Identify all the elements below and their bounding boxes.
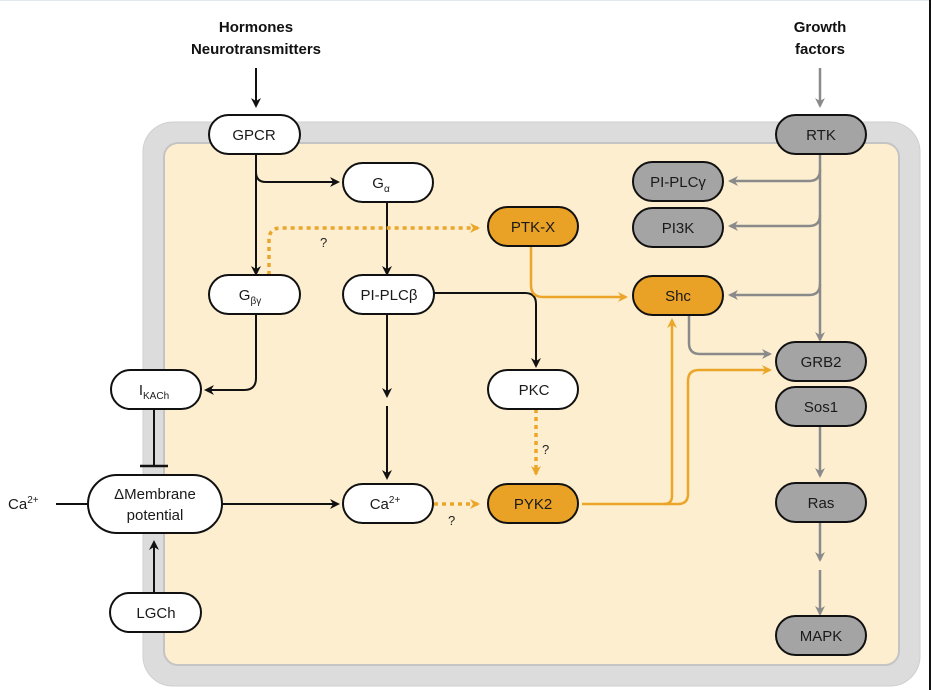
svg-text:LGCh: LGCh — [136, 605, 175, 622]
top-border — [0, 0, 931, 1]
node-ca-internal[interactable]: Ca2+ — [342, 483, 434, 524]
svg-text:potential: potential — [127, 507, 184, 524]
node-g-alpha[interactable]: Gα — [342, 162, 434, 203]
svg-text:PKC: PKC — [519, 382, 550, 399]
node-pi-plc-gamma[interactable]: PI-PLCγ — [632, 161, 724, 202]
svg-text:PI3K: PI3K — [662, 220, 695, 237]
growth-label: Growth — [794, 19, 847, 36]
edge-gbetagamma-ikach — [204, 312, 257, 395]
svg-text:PI-PLCγ: PI-PLCγ — [650, 174, 706, 191]
edge-shc-grb2 — [687, 314, 772, 359]
neurotransmitters-label: Neurotransmitters — [191, 41, 321, 58]
svg-text:GPCR: GPCR — [232, 127, 276, 144]
node-mapk[interactable]: MAPK — [775, 615, 867, 656]
svg-text:Shc: Shc — [665, 288, 691, 305]
node-grb2[interactable]: GRB2 — [775, 341, 867, 382]
node-pi-plc-beta[interactable]: PI-PLCβ — [342, 274, 435, 315]
svg-text:PI-PLCβ: PI-PLCβ — [361, 287, 418, 304]
edge-pyk2-grb2 — [664, 365, 772, 506]
edge-ptkx-shc — [529, 246, 628, 302]
svg-text:PYK2: PYK2 — [514, 496, 552, 513]
hormones-label: Hormones — [219, 19, 293, 36]
svg-text:Ras: Ras — [808, 495, 835, 512]
node-sos1[interactable]: Sos1 — [775, 386, 867, 427]
svg-text:Gβγ: Gβγ — [239, 287, 261, 307]
node-pi3k[interactable]: PI3K — [632, 207, 724, 248]
node-lgch[interactable]: LGCh — [109, 592, 202, 633]
svg-text:Ca2+: Ca2+ — [370, 495, 401, 513]
node-pkc[interactable]: PKC — [487, 369, 579, 410]
svg-text:ΔMembrane: ΔMembrane — [114, 486, 196, 503]
svg-text:Sos1: Sos1 — [804, 399, 838, 416]
question-mark-ca: ? — [448, 513, 455, 528]
node-pyk2[interactable]: PYK2 — [487, 483, 579, 524]
node-rtk[interactable]: RTK — [775, 114, 867, 155]
svg-text:IKACh: IKACh — [139, 382, 169, 402]
edge-piplcbeta-pkc — [434, 292, 541, 368]
node-shc[interactable]: Shc — [632, 275, 724, 316]
external-calcium-label: Ca2+ — [8, 495, 39, 513]
svg-text:PTK-X: PTK-X — [511, 219, 555, 236]
question-mark-gbetagamma: ? — [320, 235, 327, 250]
node-gpcr[interactable]: GPCR — [208, 114, 301, 155]
edge-gbetagamma-ptkx — [267, 223, 480, 275]
question-mark-pkc: ? — [542, 442, 549, 457]
node-membrane-potential[interactable]: ΔMembrane potential — [87, 474, 223, 534]
node-ras[interactable]: Ras — [775, 482, 867, 523]
node-i-kach[interactable]: IKACh — [110, 369, 202, 410]
node-ptk-x[interactable]: PTK-X — [487, 206, 579, 247]
svg-text:RTK: RTK — [806, 127, 836, 144]
right-border — [929, 0, 931, 690]
svg-text:GRB2: GRB2 — [801, 354, 842, 371]
factors-label: factors — [795, 41, 845, 58]
svg-text:MAPK: MAPK — [800, 628, 843, 645]
node-g-betagamma[interactable]: Gβγ — [208, 274, 301, 315]
svg-text:Gα: Gα — [372, 175, 390, 195]
